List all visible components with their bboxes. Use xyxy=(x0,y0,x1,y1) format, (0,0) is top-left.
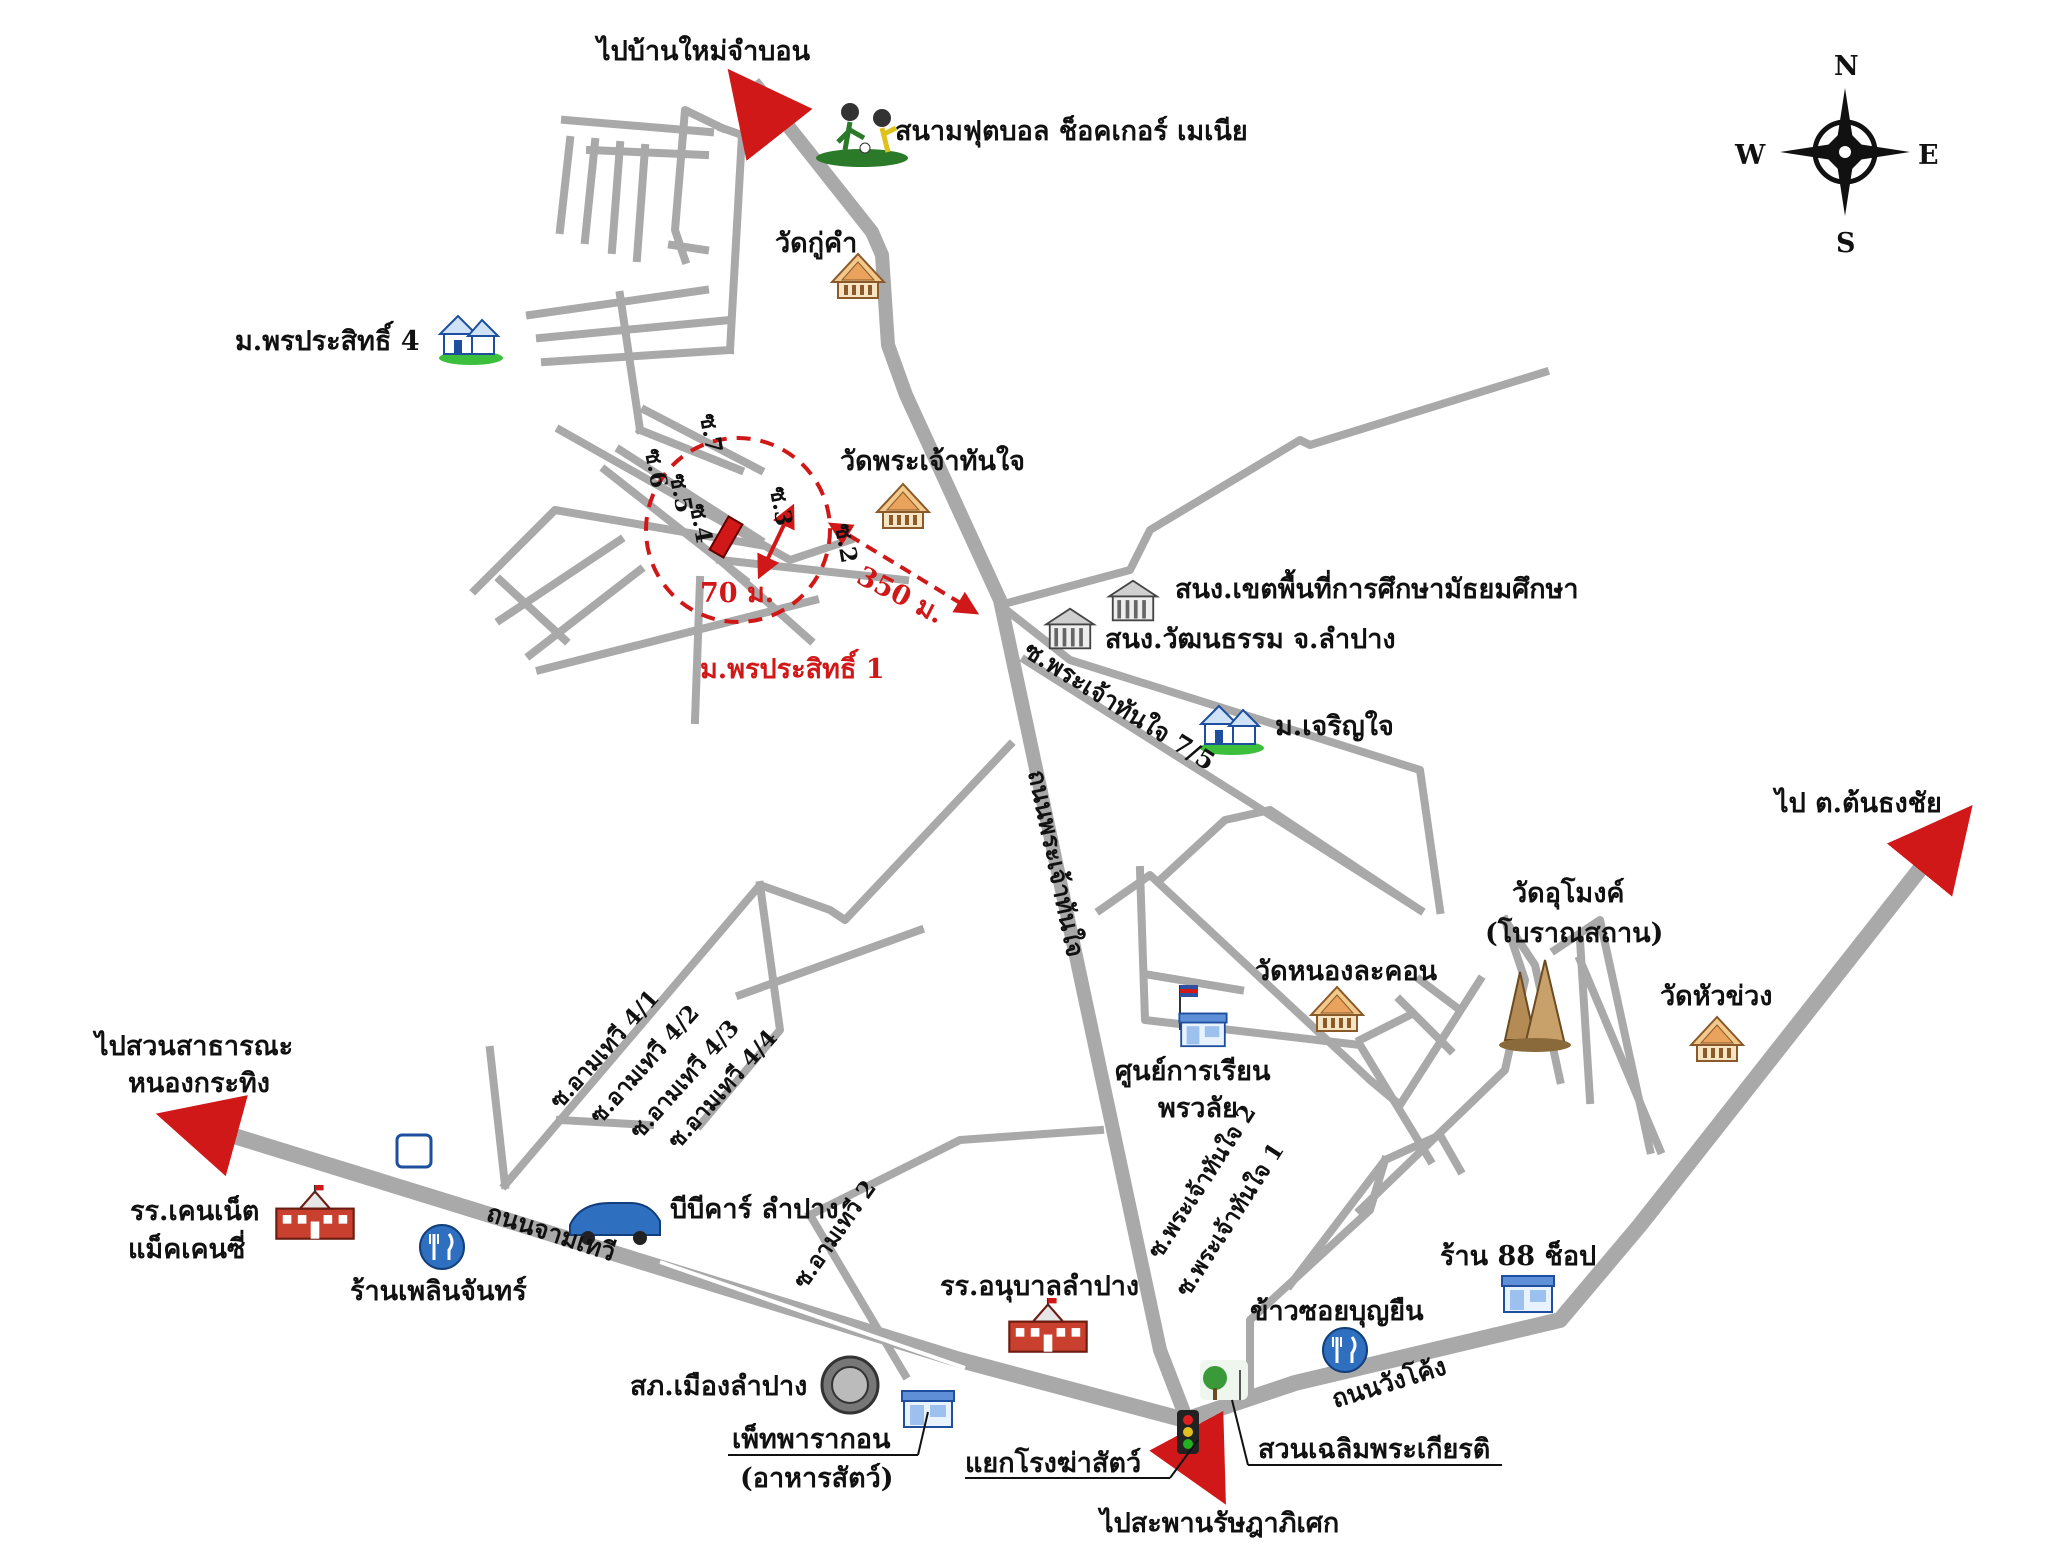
arrow-north xyxy=(727,68,813,161)
restaurant-icon xyxy=(418,1223,466,1271)
label-to-bridge: ไปสะพานรัษฎาภิเศก xyxy=(1097,1507,1339,1539)
label-wat-u-mong-1: วัดอุโมงค์ xyxy=(1512,876,1624,910)
label-soi-2: ซ.2 xyxy=(829,521,862,565)
amtawee-road-median xyxy=(659,1260,966,1370)
compass-rose: N S E W xyxy=(1734,51,1939,259)
school-icon xyxy=(1008,1298,1088,1353)
label-pet-shop-1: เพ็ทพารากอน xyxy=(732,1421,891,1455)
house-icon xyxy=(438,315,504,366)
label-soi-7-5: ซ.พระเจ้าทันใจ 7/5 xyxy=(1019,635,1221,777)
police-badge-icon xyxy=(820,1355,880,1415)
target-marker xyxy=(708,515,744,559)
compass-south: S xyxy=(1836,228,1856,259)
distance-70m-label: 70 ม. xyxy=(700,578,774,609)
school-icon xyxy=(275,1185,355,1240)
direction-arrows xyxy=(155,68,1973,1505)
main-road-phra-chao-than-jai xyxy=(748,78,1195,1425)
building-icon xyxy=(395,1133,433,1169)
learning-center-icon xyxy=(1178,985,1228,1048)
label-wat-phra-chao: วัดพระเจ้าทันใจ xyxy=(840,445,1025,477)
label-pet-shop-2: (อาหารสัตว์) xyxy=(740,1462,894,1494)
label-bb-car: บีบีคาร์ ลำปาง xyxy=(670,1193,839,1225)
label-wat-ku-kham: วัดกู่คำ xyxy=(775,228,857,260)
label-restaurant-phloen-chan: ร้านเพลินจันทร์ xyxy=(350,1275,527,1307)
shop-icon xyxy=(901,1390,955,1428)
label-to-park-2: หนองกระทิง xyxy=(128,1068,270,1099)
distance-350m-label: 350 ม. xyxy=(852,561,949,631)
arrow-south xyxy=(1149,1410,1226,1505)
amtawee-road xyxy=(194,1116,1195,1430)
compass-east: E xyxy=(1918,140,1939,171)
label-village-charoen-jai: ม.เจริญใจ xyxy=(1275,710,1394,742)
label-amtawee-2: ซ.อามเทวี 2 xyxy=(788,1175,882,1293)
shop-icon xyxy=(1501,1275,1555,1313)
restaurant-icon xyxy=(1321,1326,1369,1374)
arrow-east xyxy=(1886,804,1973,897)
temple-icon xyxy=(1310,986,1364,1032)
label-park: สวนเฉลิมพระเกียรติ xyxy=(1258,1434,1490,1465)
label-main-road: ถนนพระเจ้าทันใจ xyxy=(1022,767,1091,959)
map-icons xyxy=(275,103,1744,1454)
government-office-icon xyxy=(1108,579,1158,622)
sw-sois xyxy=(485,739,1105,1381)
label-soi-3: ซ.3 xyxy=(764,484,797,528)
label-football-field: สนามฟุตบอล ช็อคเกอร์ เมเนีย xyxy=(895,113,1248,148)
distance-arrow-70m xyxy=(757,503,795,580)
label-wat-nong-la-khon: วัดหนองละคอน xyxy=(1255,956,1438,987)
distance-arrow-350m xyxy=(827,522,980,615)
label-wat-hua-khuang: วัดหัวข่วง xyxy=(1660,981,1772,1012)
label-learning-center-2: พรวลัย xyxy=(1158,1093,1238,1124)
label-kennedy-2: แม็คเคนซี่ xyxy=(128,1229,245,1265)
road-network xyxy=(194,78,1947,1431)
wang-khong-road xyxy=(1174,838,1947,1431)
park-tree-icon xyxy=(1200,1360,1248,1400)
temple-icon xyxy=(876,483,930,529)
label-kindergarten: รร.อนุบาลลำปาง xyxy=(940,1271,1139,1303)
label-to-ton-thong-chai: ไป ต.ต้นธงชัย xyxy=(1772,787,1942,819)
label-culture-office: สนง.วัฒนธรรม จ.ลำปาง xyxy=(1105,624,1396,655)
label-village-4: ม.พรประสิทธิ์ 4 xyxy=(235,321,420,357)
compass-north: N xyxy=(1834,51,1859,82)
labels: ไปบ้านใหม่จำบอน ไป ต.ต้นธงชัย ไปสวนสาธาร… xyxy=(92,35,1942,1539)
label-learning-center-1: ศูนย์การเรียน xyxy=(1115,1055,1271,1088)
label-to-ban-mai: ไปบ้านใหม่จำบอน xyxy=(594,35,811,67)
arrow-west xyxy=(155,1095,248,1177)
government-office-icon xyxy=(1045,607,1095,650)
label-edu-office: สนง.เขตพื้นที่การศึกษามัธยมศึกษา xyxy=(1175,568,1579,605)
leader-lines xyxy=(728,1399,1502,1479)
label-shop-88: ร้าน 88 ช็อป xyxy=(1440,1238,1596,1272)
label-kennedy-1: รร.เคนเน็ต xyxy=(130,1193,259,1227)
temple-icon xyxy=(1690,1016,1744,1062)
car-icon xyxy=(569,1202,661,1245)
football-icon xyxy=(816,103,908,167)
target-name-label: ม.พรประสิทธิ์ 1 xyxy=(700,649,885,685)
label-police: สภ.เมืองลำปาง xyxy=(630,1371,807,1402)
label-to-park-1: ไปสวนสาธารณะ xyxy=(92,1030,293,1062)
traffic-light-icon xyxy=(1177,1410,1199,1454)
compass-west: W xyxy=(1734,140,1766,171)
label-wat-u-mong-2: (โบราณสถาน) xyxy=(1485,916,1663,949)
ancient-chedi-icon xyxy=(1499,959,1571,1052)
label-khao-soi: ข้าวซอยบุญยืน xyxy=(1250,1296,1424,1328)
label-intersection: แยกโรงฆ่าสัตว์ xyxy=(965,1446,1141,1479)
